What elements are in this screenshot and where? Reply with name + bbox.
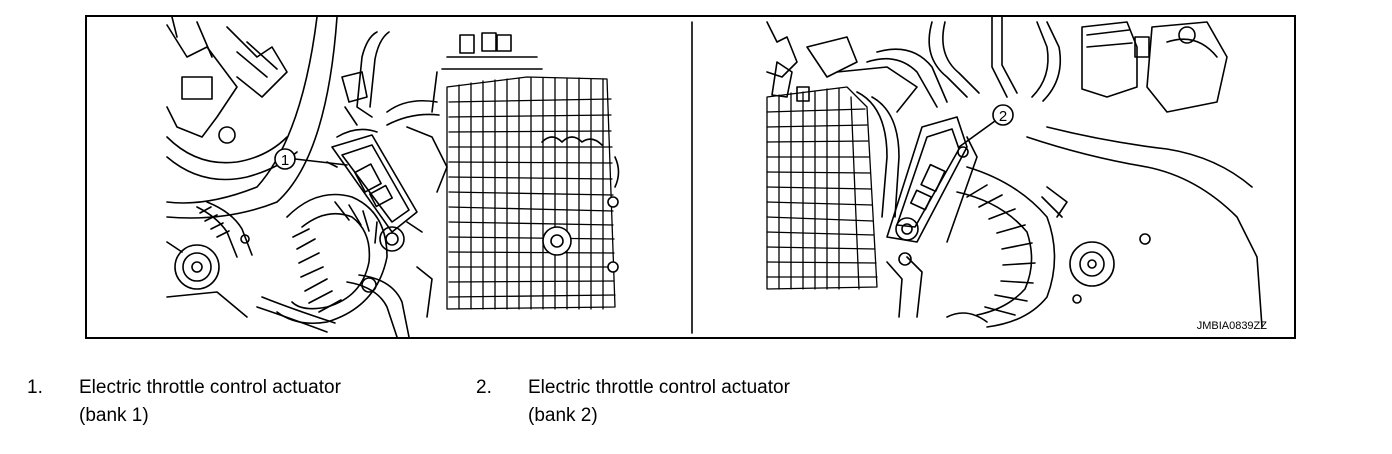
callout-2-label: 2 <box>999 108 1007 125</box>
legend-number-2: 2. <box>476 377 492 398</box>
right-panel-drawing: 2 JMBIA0839ZZ <box>766 17 1268 332</box>
right-manifold-grid <box>766 86 878 290</box>
callout-1-label: 1 <box>281 152 289 169</box>
callout-1: 1 <box>274 148 348 170</box>
legend-label-2-line1: Electric throttle control actuator <box>528 377 790 398</box>
left-panel-drawing: 1 <box>166 17 620 337</box>
throttle-actuator-bank2-drawing <box>886 116 978 243</box>
engine-compartment-illustration: 1 <box>166 17 1268 337</box>
legend-label-1-line2: (bank 1) <box>79 405 149 426</box>
image-code: JMBIA0839ZZ <box>1197 320 1268 332</box>
left-manifold-grid <box>446 76 616 310</box>
legend-label-1-line1: Electric throttle control actuator <box>79 377 341 398</box>
throttle-actuator-bank1-drawing <box>326 128 423 252</box>
legend-number-1: 1. <box>27 377 43 398</box>
legend-label-2-line2: (bank 2) <box>528 405 598 426</box>
callout-2: 2 <box>958 104 1014 148</box>
engine-diagram-frame: 1 <box>85 15 1296 339</box>
